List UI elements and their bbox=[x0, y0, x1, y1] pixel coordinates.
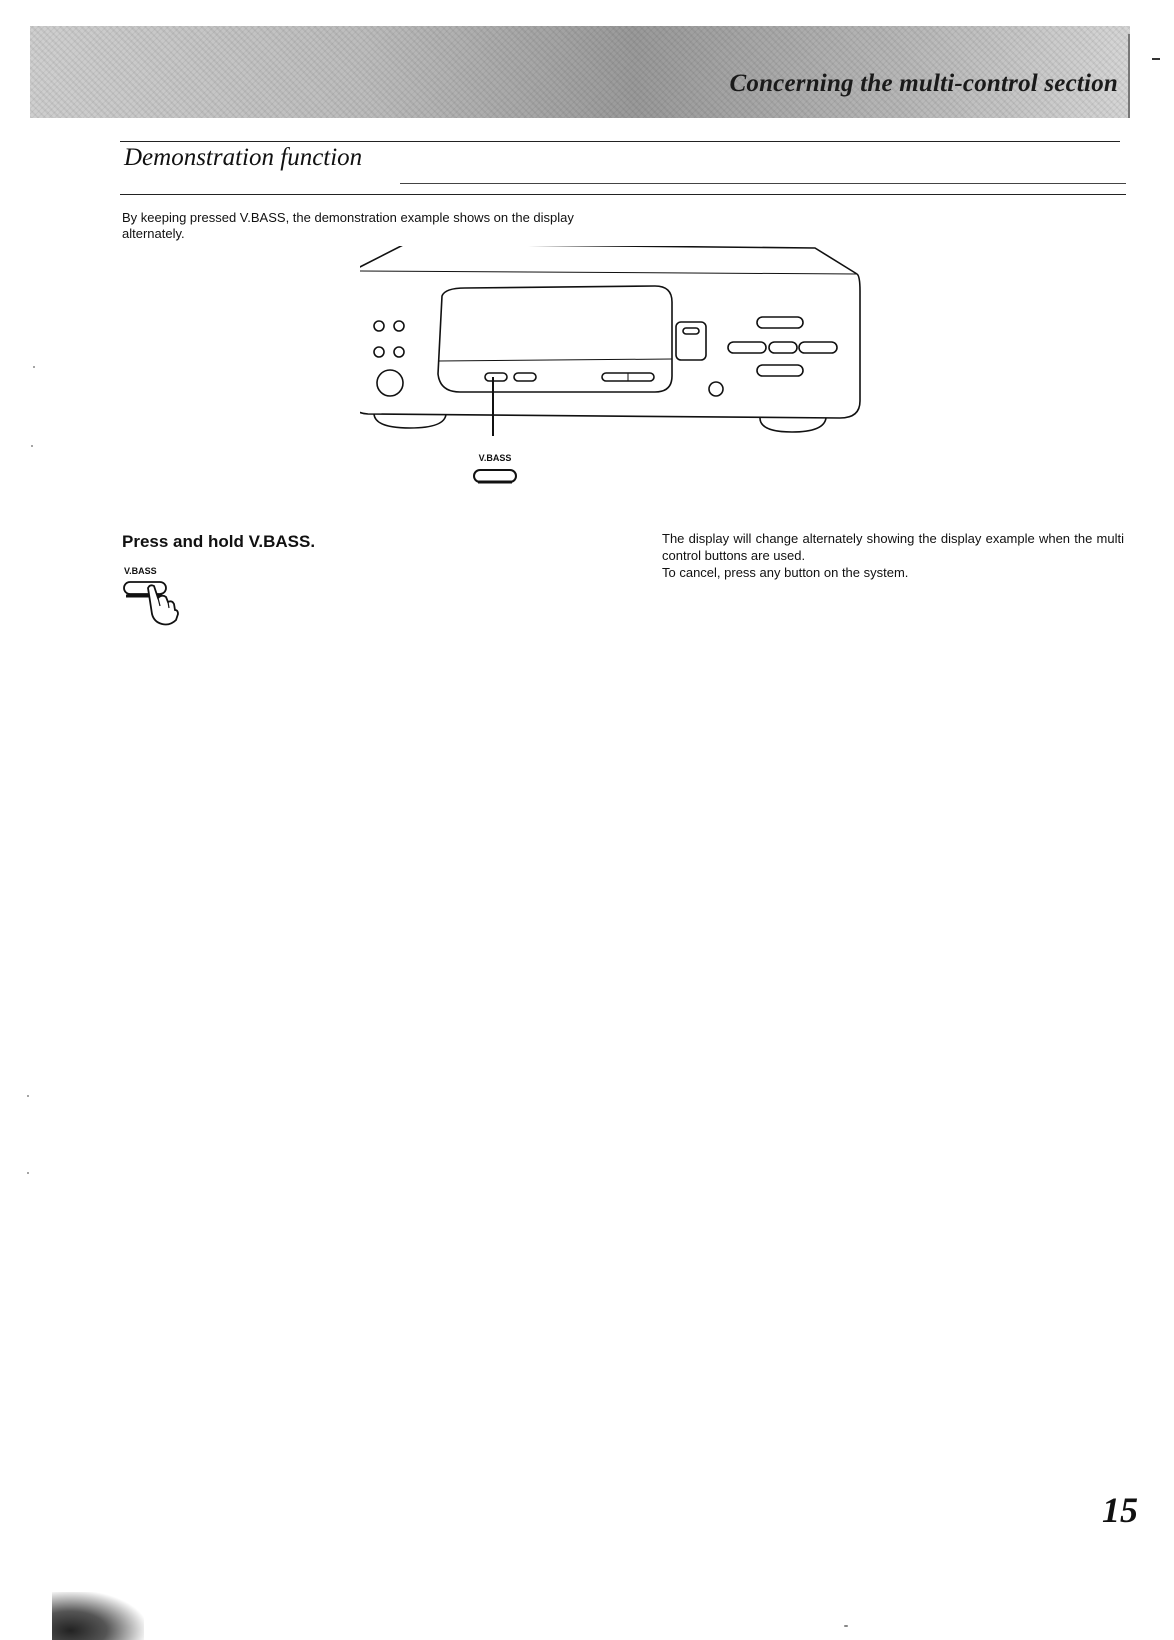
margin-mark bbox=[1152, 58, 1160, 60]
step-button-label: V.BASS bbox=[124, 566, 157, 576]
figure-vbass-label: V.BASS bbox=[479, 453, 512, 463]
step-instruction: Press and hold V.BASS. bbox=[122, 532, 316, 551]
hand-press-icon: V.BASS bbox=[123, 566, 179, 626]
scan-speck bbox=[33, 366, 35, 368]
page-number: 15 bbox=[1102, 1490, 1138, 1530]
section-rule-middle bbox=[400, 183, 1126, 184]
section-title: Demonstration function bbox=[124, 144, 363, 171]
scan-artifact bbox=[52, 1592, 144, 1640]
intro-text: By keeping pressed V.BASS, the demonstra… bbox=[122, 210, 574, 241]
device-illustration: V.BASS bbox=[360, 246, 861, 484]
section-rule-bottom bbox=[120, 194, 1126, 195]
description-line-1: The display will change alternately show… bbox=[662, 531, 1124, 563]
description: The display will change alternately show… bbox=[662, 530, 1124, 581]
scan-speck bbox=[27, 1172, 29, 1174]
description-line-2: To cancel, press any button on the syste… bbox=[662, 565, 909, 580]
scan-speck bbox=[844, 1625, 848, 1627]
header-banner bbox=[30, 26, 1130, 118]
scan-speck bbox=[31, 445, 33, 447]
header-title: Concerning the multi-control section bbox=[729, 70, 1118, 97]
section-rule-top bbox=[120, 141, 1120, 142]
scan-speck bbox=[27, 1095, 29, 1097]
